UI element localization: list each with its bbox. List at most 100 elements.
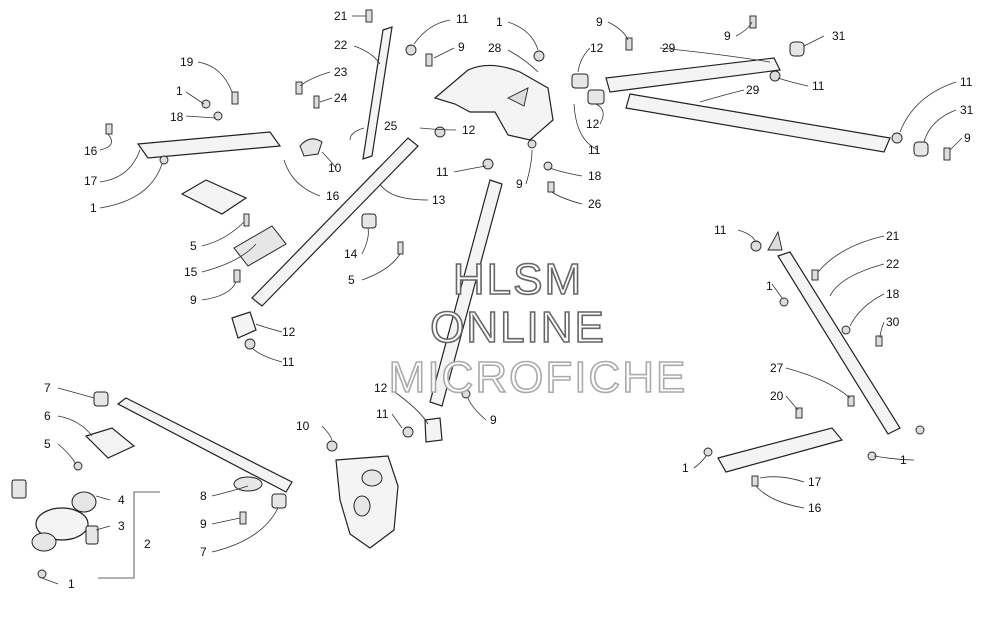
callout-11-column: 11 — [282, 355, 295, 369]
watermark-line-1: HLSM — [453, 255, 583, 304]
bolt-24 — [313, 95, 320, 109]
callout-1-arm-lower: 1 — [900, 453, 907, 467]
nut-10-rack — [326, 440, 338, 452]
bolt-9-upper-right — [749, 15, 757, 29]
callout-12-mount: 12 — [462, 123, 476, 137]
part-7-clip-top — [93, 391, 109, 407]
nut-11-top — [405, 44, 417, 56]
callout-3: 3 — [118, 519, 125, 533]
callout-9-shaft: 9 — [490, 413, 497, 427]
bolt-27 — [847, 395, 855, 407]
part-3-connector — [85, 525, 99, 545]
part-rack-gear — [361, 469, 383, 487]
callout-13: 13 — [432, 193, 446, 207]
callout-4: 4 — [118, 493, 125, 507]
bolt-30 — [875, 335, 883, 347]
callout-5-bracket: 5 — [44, 437, 51, 451]
bolt-5-clip — [397, 241, 404, 255]
callout-26: 26 — [588, 197, 602, 211]
callout-17-left: 17 — [84, 174, 98, 188]
nut-11-right — [891, 132, 903, 144]
watermark-line-3: MICROFICHE — [389, 353, 688, 402]
nut-1-left — [201, 99, 211, 109]
part-29-lower-tube — [625, 93, 891, 153]
watermark: HLSM ONLINE MICROFICHE — [388, 254, 688, 403]
washer-18-left — [213, 111, 223, 121]
callout-9-upper-right: 9 — [724, 29, 731, 43]
bolt-16-left — [105, 123, 113, 135]
callout-16-left: 16 — [84, 144, 98, 158]
part-22-right-arm — [777, 251, 901, 435]
callout-1-top: 1 — [496, 15, 503, 29]
nut-11-upper-right — [769, 70, 781, 82]
part-22-top-bracket — [362, 26, 393, 160]
nut-1-bottom — [37, 569, 47, 579]
callout-11-top: 11 — [456, 12, 469, 26]
callout-11-right: 11 — [960, 75, 973, 89]
part-12-spacer-b — [587, 89, 605, 105]
diagram-parts — [11, 26, 929, 552]
bolt-21-arm — [811, 269, 819, 281]
nut-11-shaft-lower — [402, 426, 414, 438]
callout-21-arm: 21 — [886, 229, 900, 243]
callout-23: 23 — [334, 65, 348, 79]
callout-28: 28 — [488, 41, 502, 55]
part-15-module — [180, 179, 248, 215]
part-steering-shaft — [429, 179, 503, 407]
part-2-plug — [11, 479, 27, 499]
part-29-upper-tube — [605, 57, 781, 93]
callout-9-top: 9 — [458, 40, 465, 54]
callout-6: 6 — [44, 409, 51, 423]
bolt-9-bottom — [239, 511, 247, 525]
callout-9-tube: 9 — [596, 15, 603, 29]
leader-lines — [41, 15, 963, 585]
bolt-26 — [547, 181, 555, 193]
callout-31-right: 31 — [960, 103, 974, 117]
part-12-spacer-a — [571, 73, 589, 89]
bolt-9-right — [943, 147, 951, 161]
callout-17-right: 17 — [808, 475, 822, 489]
bolt-16-right — [751, 475, 759, 487]
washer-18-mount — [543, 161, 553, 171]
callout-22-arm: 22 — [886, 257, 900, 271]
nut-1-bracket — [159, 155, 169, 165]
callout-9-right: 9 — [964, 131, 971, 145]
callout-16-mid: 16 — [326, 189, 340, 203]
part-17-right-bracket — [717, 427, 844, 473]
bolt-9-top — [425, 53, 433, 67]
bolt-19 — [231, 91, 239, 105]
part-8-bar-end — [233, 476, 263, 492]
callout-2: 2 — [144, 537, 151, 551]
part-31-cap-upper — [789, 41, 805, 57]
bolt-23 — [295, 81, 303, 95]
callout-10-rack: 10 — [296, 419, 310, 433]
callout-labels: 21 11 22 23 24 25 10 9 28 1 12 19 1 18 1… — [44, 9, 974, 591]
callout-18-left: 18 — [170, 110, 184, 124]
callout-7-bottom: 7 — [200, 545, 207, 559]
callout-10-top: 10 — [328, 161, 342, 175]
part-17-left-bracket — [136, 131, 282, 159]
bolt-9-tube — [625, 37, 633, 51]
callout-9-bottom: 9 — [200, 517, 207, 531]
callout-11-upper-right: 11 — [812, 79, 825, 93]
callout-5-clip: 5 — [348, 273, 355, 287]
callout-11-mount: 11 — [436, 165, 449, 179]
bolt-20 — [795, 407, 803, 419]
callout-12-column: 12 — [282, 325, 296, 339]
callout-30: 30 — [886, 315, 900, 329]
part-13-diagonal-column — [251, 137, 419, 307]
callout-9-module: 9 — [190, 293, 197, 307]
callout-19: 19 — [180, 55, 194, 69]
part-3-motor-end — [31, 532, 57, 552]
callout-14: 14 — [344, 247, 358, 261]
part-31-cap-lower — [913, 141, 929, 157]
part-14-clip — [361, 213, 377, 229]
callout-1-left-lower: 1 — [90, 201, 97, 215]
callout-12-lower: 12 — [586, 117, 600, 131]
nut-11-column — [244, 338, 256, 350]
part-shaft-lower-joint — [424, 417, 443, 443]
callout-29-upper: 29 — [662, 41, 676, 55]
part-13-column-lower — [231, 311, 257, 339]
callout-1-right-bracket: 1 — [682, 461, 689, 475]
